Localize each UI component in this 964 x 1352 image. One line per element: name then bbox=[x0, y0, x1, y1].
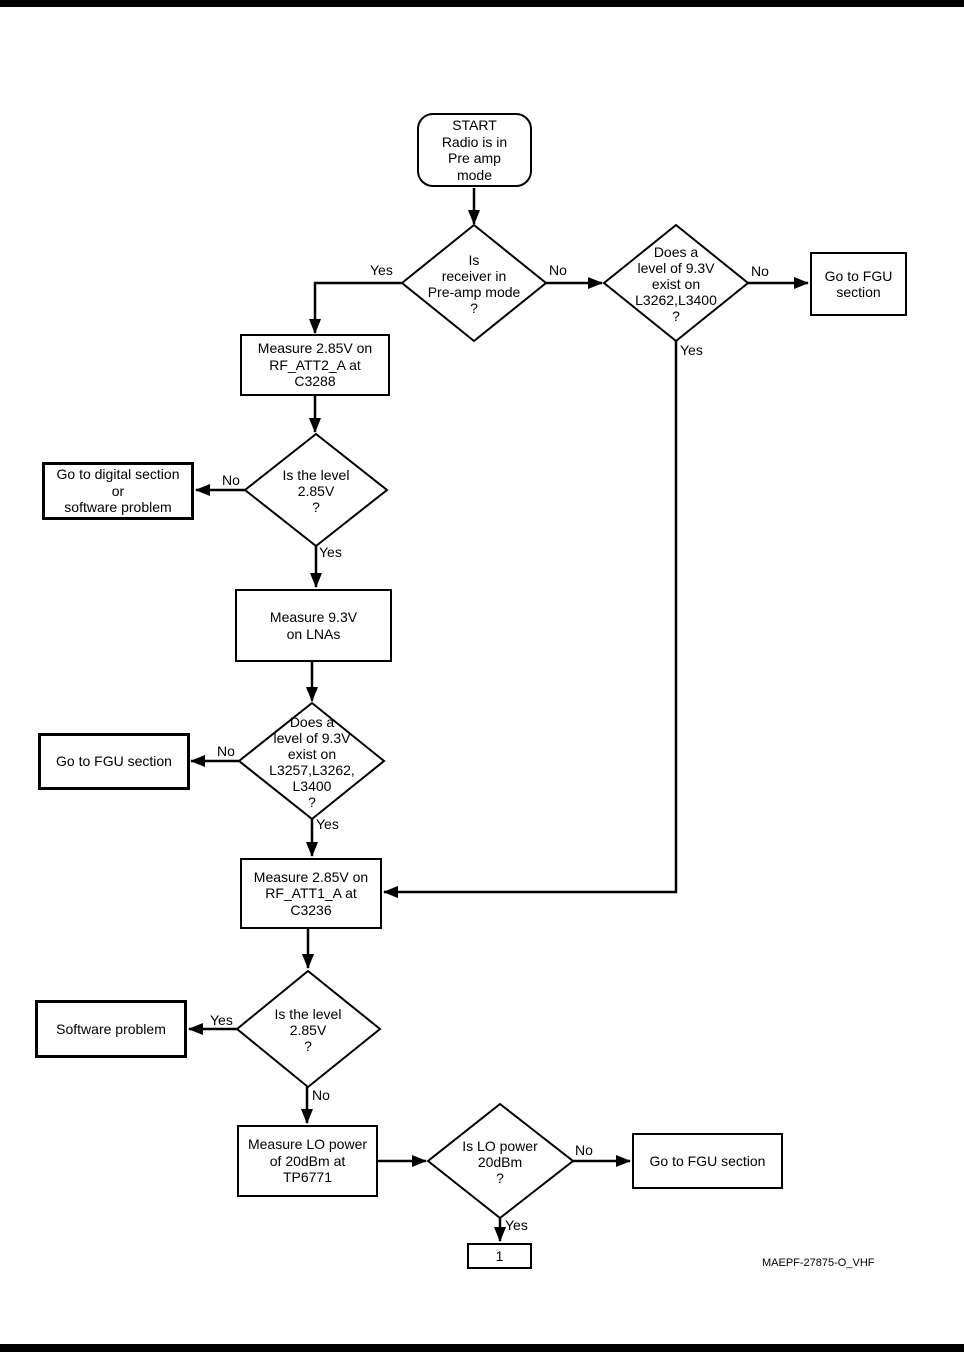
edge-label-lo-no: No bbox=[575, 1142, 593, 1158]
decision-level285-b-shape bbox=[235, 969, 382, 1089]
decision-receiver-preamp-text: Is receiver in Pre-amp mode ? bbox=[427, 252, 521, 316]
edge-label-lo-yes: Yes bbox=[505, 1217, 528, 1233]
node-go-to-fgu-bottom: Go to FGU section bbox=[632, 1133, 783, 1189]
decision-93v-l3257-shape bbox=[237, 701, 386, 821]
node-measure-att1: Measure 2.85V on RF_ATT1_A at C3236 bbox=[240, 858, 382, 929]
node-software-problem: Software problem bbox=[35, 1000, 187, 1058]
node-connector-1: 1 bbox=[467, 1243, 532, 1269]
node-start: START Radio is in Pre amp mode bbox=[417, 113, 532, 187]
edge-label-level-b-no: No bbox=[312, 1087, 330, 1103]
decision-93v-l3262-shape bbox=[602, 223, 750, 343]
decision-93v-l3262-text: Does a level of 9.3V exist on L3262,L340… bbox=[635, 244, 717, 324]
edge-label-l3257-yes: Yes bbox=[316, 816, 339, 832]
page-top-rule bbox=[0, 0, 964, 7]
decision-receiver-preamp-shape bbox=[400, 223, 548, 343]
node-measure-lo-power: Measure LO power of 20dBm at TP6771 bbox=[237, 1125, 378, 1197]
edge-label-level-b-yes: Yes bbox=[210, 1012, 233, 1028]
decision-lo-power-shape bbox=[426, 1102, 575, 1220]
edge-label-l3262-yes: Yes bbox=[680, 342, 703, 358]
edge-preamp-yes-to-att2 bbox=[309, 281, 402, 334]
node-go-to-fgu-left: Go to FGU section bbox=[38, 733, 190, 790]
edge-label-l3257-no: No bbox=[217, 743, 235, 759]
edge-label-preamp-yes: Yes bbox=[370, 262, 393, 278]
node-measure-att2: Measure 2.85V on RF_ATT2_A at C3288 bbox=[240, 334, 390, 396]
node-go-to-fgu-top: Go to FGU section bbox=[810, 252, 907, 316]
decision-level285-a-text: Is the level 2.85V ? bbox=[282, 467, 350, 515]
page-bottom-rule bbox=[0, 1344, 964, 1352]
edge-label-level-a-yes: Yes bbox=[319, 544, 342, 560]
edge-label-level-a-no: No bbox=[222, 472, 240, 488]
decision-lo-power-text: Is LO power 20dBm ? bbox=[462, 1138, 538, 1186]
edge-label-preamp-no: No bbox=[549, 262, 567, 278]
edge-label-l3262-no: No bbox=[751, 263, 769, 279]
edge-l3262-yes-to-att1 bbox=[383, 341, 678, 898]
node-measure-lna: Measure 9.3V on LNAs bbox=[235, 589, 392, 662]
decision-level285-b-text: Is the level 2.85V ? bbox=[274, 1006, 342, 1054]
decision-93v-l3257-text: Does a level of 9.3V exist on L3257,L326… bbox=[269, 714, 355, 810]
decision-level285-a-shape bbox=[243, 432, 389, 548]
node-go-to-digital-section: Go to digital section or software proble… bbox=[42, 462, 194, 520]
figure-caption: MAEPF-27875-O_VHF bbox=[762, 1257, 875, 1269]
